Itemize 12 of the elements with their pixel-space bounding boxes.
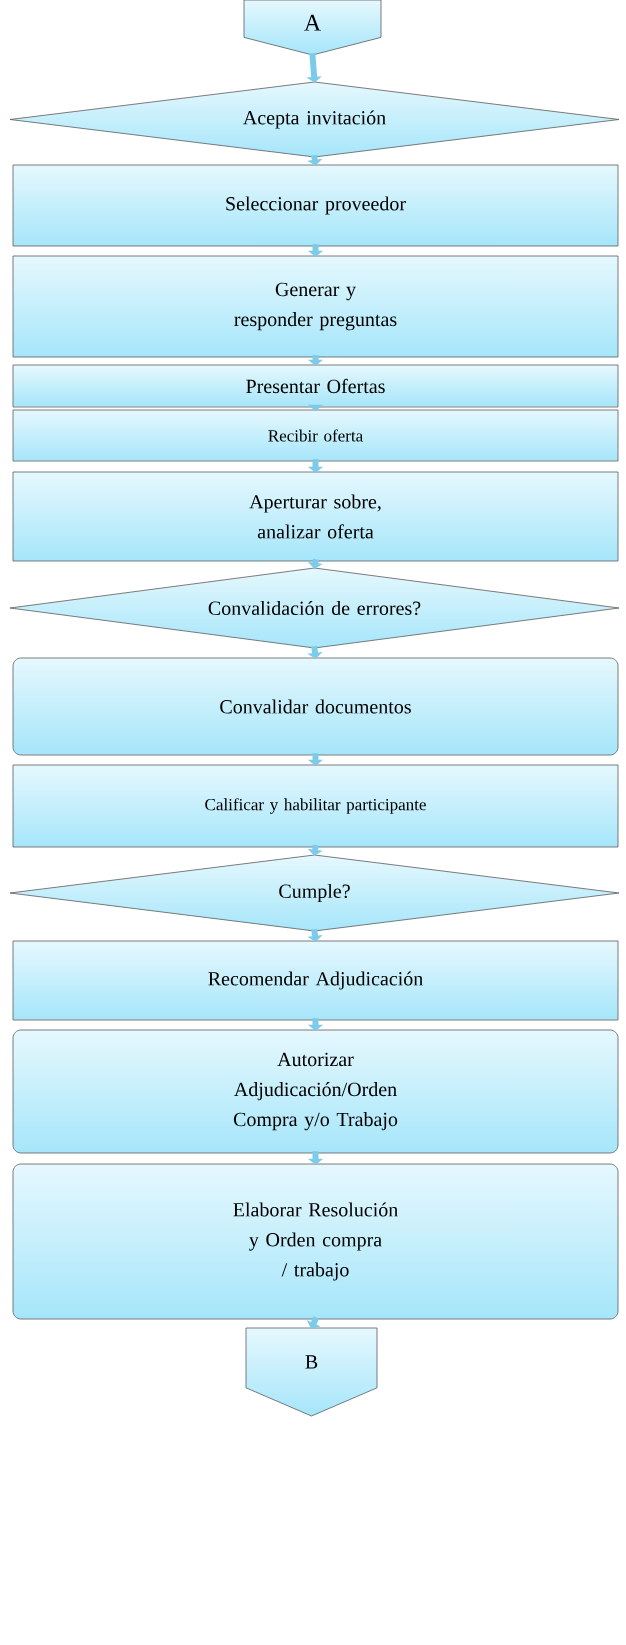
process-box: Autorizar Adjudicación/Orden Compra y/o Trabajo <box>12 1029 619 1154</box>
process-box: Calificar y habilitar participante <box>12 764 619 848</box>
off-page-connector: B <box>245 1327 378 1417</box>
process-box: Recomendar Adjudicación <box>12 940 619 1021</box>
process-box: Generar y responder preguntas <box>12 255 619 358</box>
process-box: Recibir oferta <box>12 409 619 462</box>
process-box: Elaborar Resolución y Orden compra / trabajo <box>12 1163 619 1320</box>
process-box: Aperturar sobre, analizar oferta <box>12 471 619 562</box>
process-box: Seleccionar proveedor <box>12 164 619 247</box>
process-box: Convalidar documentos <box>12 657 619 756</box>
process-box: Presentar Ofertas <box>12 364 619 408</box>
off-page-connector: A <box>243 0 382 56</box>
